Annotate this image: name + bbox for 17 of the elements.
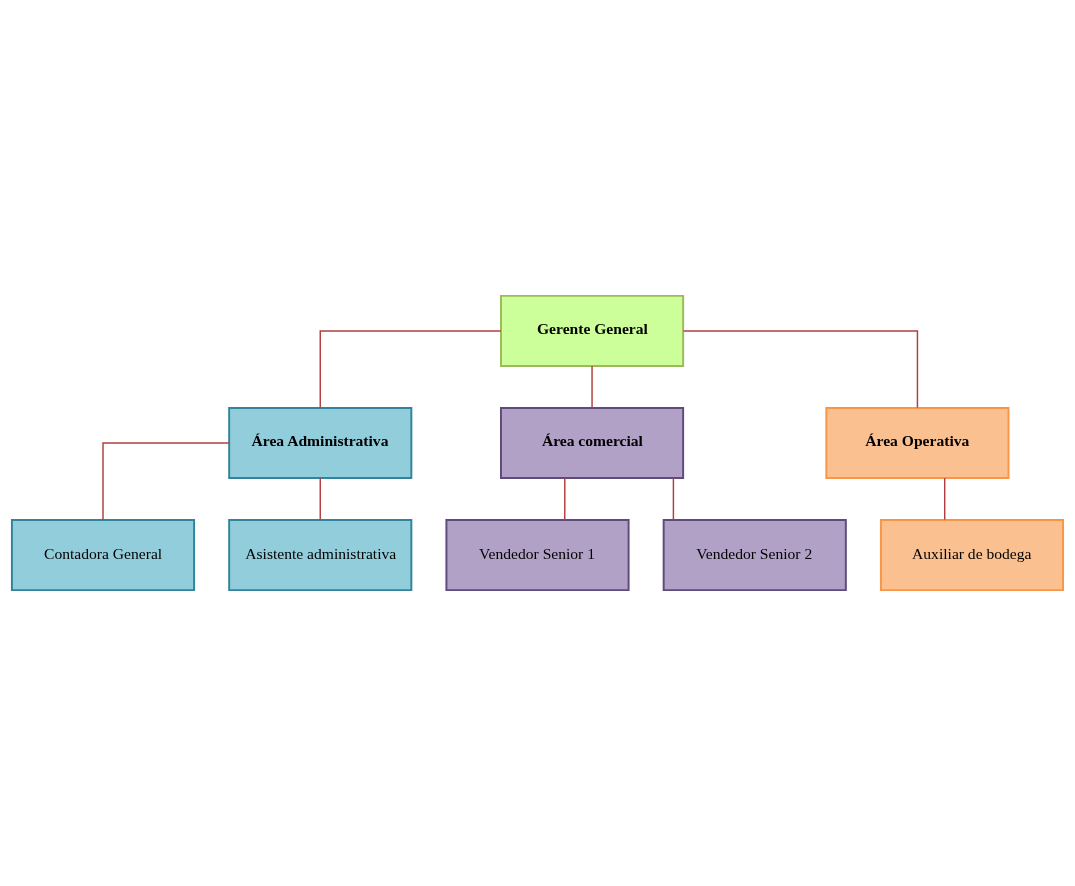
- connector: [564, 477, 566, 521]
- connector: [591, 365, 593, 409]
- node-box: Área Administrativa: [228, 406, 413, 480]
- connector: [944, 477, 946, 521]
- node-box: Área Operativa: [825, 406, 1010, 480]
- node-box: Gerente General: [500, 294, 685, 367]
- connector: [319, 477, 321, 521]
- connector: [102, 442, 230, 521]
- node-box: Área comercial: [500, 406, 685, 480]
- node-box: Contadora General: [10, 519, 196, 592]
- node-box: Auxiliar de bodega: [879, 519, 1065, 592]
- node-box: Vendedor Senior 1: [445, 519, 630, 592]
- connector: [682, 330, 919, 409]
- node-box: Vendedor Senior 2: [662, 519, 847, 592]
- connector: [672, 477, 675, 521]
- node-box: Asistente administrativa: [228, 519, 413, 592]
- connector: [319, 330, 502, 409]
